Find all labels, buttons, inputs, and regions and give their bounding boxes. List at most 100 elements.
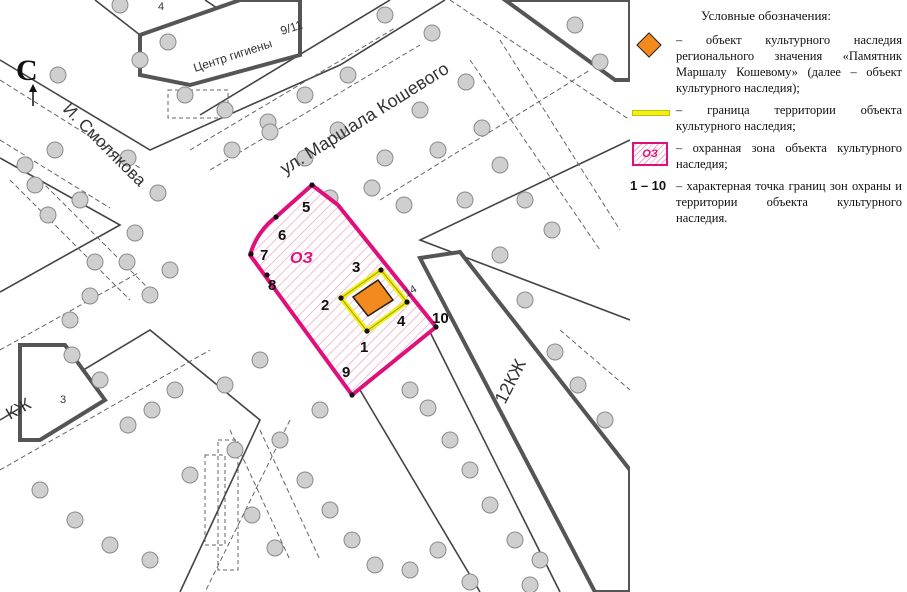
- points-range-label: 1 – 10: [630, 178, 667, 193]
- legend-title: Условные обозначения:: [700, 8, 832, 23]
- tree-icon: [16, 156, 34, 174]
- tree-icon: [481, 496, 499, 514]
- tree-icon: [423, 24, 441, 42]
- protection-zone-icon: ОЗ: [632, 142, 668, 166]
- tree-icon: [569, 376, 587, 394]
- tree-icon: [216, 101, 234, 119]
- legend-text-oz: – охранная зона объекта культурного насл…: [676, 141, 902, 171]
- tree-icon: [429, 141, 447, 159]
- tree-icon: [86, 253, 104, 271]
- tree-icon: [516, 191, 534, 209]
- tree-icon: [546, 343, 564, 361]
- tree-icon: [506, 531, 524, 549]
- paths-small: [167, 89, 239, 571]
- point-label-5: 5: [302, 199, 310, 216]
- legend-item-points: 1 – 10 – характерная точка границ зон ох…: [630, 178, 902, 226]
- tree-icon: [266, 539, 284, 557]
- tree-icon: [543, 221, 561, 239]
- tree-icon: [39, 206, 57, 224]
- tree-icon: [491, 246, 509, 264]
- tree-icon: [149, 184, 167, 202]
- oz-label: ОЗ: [290, 250, 313, 267]
- point-label-7: 7: [260, 247, 268, 264]
- legend-text-border: – граница территории объекта культурного…: [676, 103, 902, 133]
- tree-icon: [81, 287, 99, 305]
- tree-icon: [366, 556, 384, 574]
- tree-icon: [101, 536, 119, 554]
- tree-icon: [119, 149, 137, 167]
- point-label-10: 10: [432, 310, 449, 327]
- tree-icon: [566, 16, 584, 34]
- tree-icon: [26, 176, 44, 194]
- tree-icon: [411, 101, 429, 119]
- tree-icon: [395, 196, 413, 214]
- tree-icon: [71, 191, 89, 209]
- point-label-3: 3: [352, 259, 360, 276]
- tree-icon: [516, 291, 534, 309]
- point-label-9: 9: [342, 364, 350, 381]
- tree-icon: [461, 573, 479, 591]
- tree-icon: [119, 416, 137, 434]
- tree-icon: [251, 351, 269, 369]
- tree-icon: [376, 6, 394, 24]
- tree-icon: [296, 86, 314, 104]
- tree-icon: [401, 381, 419, 399]
- tree-icon: [63, 346, 81, 364]
- tree-icon: [457, 73, 475, 91]
- tree-icon: [491, 156, 509, 174]
- tree-icon: [126, 224, 144, 242]
- tree-icon: [591, 53, 609, 71]
- tree-icon: [176, 86, 194, 104]
- tree-icon: [531, 551, 549, 569]
- building-number-kzh: 3: [60, 394, 66, 406]
- tree-icon: [141, 551, 159, 569]
- tree-icon: [296, 471, 314, 489]
- building-number-14: 14: [403, 283, 420, 300]
- street-label-koshevogo: ул. Маршала Кошевого: [277, 58, 453, 178]
- heritage-object: [351, 278, 395, 317]
- point-label-2: 2: [321, 297, 329, 314]
- north-label: С: [16, 54, 38, 87]
- tree-icon: [159, 33, 177, 51]
- tree-icon: [441, 431, 459, 449]
- tree-icon: [141, 286, 159, 304]
- map-canvas: 1 2 3 4 5 6 7 8 9 10 ОЗ ул. Маршала Коше…: [0, 0, 630, 592]
- tree-icon: [296, 149, 314, 167]
- tree-icon: [166, 381, 184, 399]
- tree-icon: [363, 179, 381, 197]
- tree-icon: [261, 123, 279, 141]
- tree-icon: [66, 511, 84, 529]
- tree-icon: [243, 506, 261, 524]
- point-label-4: 4: [397, 313, 406, 330]
- tree-icon: [339, 66, 357, 84]
- tree-icon: [429, 541, 447, 559]
- tree-icon: [111, 0, 129, 14]
- tree-icon: [271, 431, 289, 449]
- tree-icon: [131, 51, 149, 69]
- legend: Условные обозначения: – объект культурно…: [630, 6, 902, 232]
- tree-icon: [223, 141, 241, 159]
- tree-icon: [401, 561, 419, 579]
- tree-icon: [161, 261, 179, 279]
- tree-icon: [311, 401, 329, 419]
- legend-text-object: – объект культурного наследия региональн…: [676, 33, 902, 95]
- building-number-top: 4: [158, 1, 164, 13]
- street-label-smolyakova: И. Смолякова: [59, 99, 150, 190]
- tree-icon: [521, 576, 539, 592]
- tree-icon: [461, 461, 479, 479]
- point-label-1: 1: [360, 339, 368, 356]
- legend-item-oz: ОЗ – охранная зона объекта культурного н…: [630, 140, 902, 172]
- tree-icon: [61, 311, 79, 329]
- legend-item-border: – граница территории объекта культурного…: [630, 102, 902, 134]
- tree-icon: [456, 191, 474, 209]
- tree-icon: [419, 399, 437, 417]
- tree-icon: [216, 376, 234, 394]
- tree-icon: [46, 141, 64, 159]
- tree-icon: [376, 149, 394, 167]
- protection-zone: [248, 183, 438, 397]
- north-arrow-icon: [29, 84, 37, 106]
- tree-icon: [118, 253, 136, 271]
- point-label-6: 6: [278, 227, 286, 244]
- tree-icon: [329, 121, 347, 139]
- tree-icon: [473, 119, 491, 137]
